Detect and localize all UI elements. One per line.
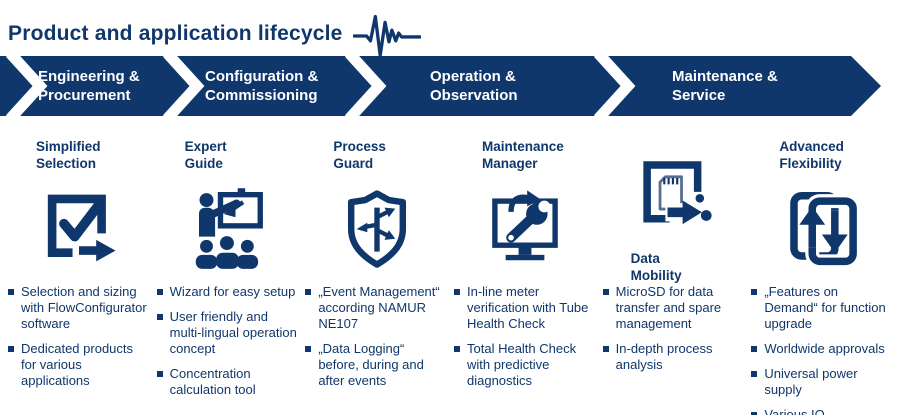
swap-upgrade-arrows-icon: [789, 191, 860, 269]
column-heading: Maintenance Manager: [482, 139, 564, 171]
list-item: In-depth process analysis: [603, 341, 746, 373]
column-heading: Simplified Selection: [36, 139, 101, 171]
column-heading: Process Guard: [333, 139, 386, 171]
training-presentation-icon: [195, 188, 263, 269]
list-item: Universal power supply: [751, 366, 894, 398]
column-simplified-selection: Simplified Selection Selection and sizin…: [8, 138, 151, 415]
list-item: Dedicated products for various applicati…: [8, 341, 151, 389]
monitor-wrench-icon: [492, 190, 559, 261]
phase-label-engineering: Engineering & Procurement: [38, 68, 140, 104]
bullet-list: Selection and sizing with FlowConfigurat…: [8, 284, 151, 389]
bullet-list: Wizard for easy setup User friendly and …: [157, 284, 300, 398]
column-heading: Data Mobility: [630, 251, 682, 283]
list-item: Concentration calculation tool: [157, 366, 300, 398]
bullet-list: „Features on Demand“ for function upgrad…: [751, 284, 894, 415]
header: Product and application lifecycle: [0, 0, 900, 58]
page-title: Product and application lifecycle: [8, 22, 343, 45]
list-item: In-line meter verification with Tube Hea…: [454, 284, 597, 332]
phase-label-maintenance: Maintenance & Service: [672, 68, 778, 104]
list-item: „Data Logging“ before, during and after …: [305, 341, 448, 389]
heartbeat-pulse-icon: [352, 14, 421, 58]
phase-label-operation: Operation & Observation: [430, 68, 518, 104]
list-item: MicroSD for data transfer and spare mana…: [603, 284, 746, 332]
list-item: „Features on Demand“ for function upgrad…: [751, 284, 894, 332]
bullet-list: „Event Management“ according NAMUR NE107…: [305, 284, 448, 389]
feature-columns: Simplified Selection Selection and sizin…: [0, 138, 900, 415]
phase-arrow-band: Engineering & Procurement Configuration …: [0, 56, 900, 116]
phase-label-configuration: Configuration & Commissioning: [205, 68, 319, 104]
phase-arrow-shape: [0, 56, 881, 116]
column-heading: Expert Guide: [184, 139, 227, 171]
checkbox-selection-arrow-icon: [48, 194, 116, 262]
list-item: Worldwide approvals: [751, 341, 894, 357]
column-process-guard: Process Guard „Event Management“ accordi…: [305, 138, 448, 415]
list-item: Total Health Check with predictive diagn…: [454, 341, 597, 389]
list-item: Various IO combinations: [751, 407, 894, 415]
bullet-list: MicroSD for data transfer and spare mana…: [603, 284, 746, 373]
sd-card-transfer-icon: [643, 161, 712, 225]
column-expert-guide: Expert Guide Wizard for easy setup User …: [157, 138, 300, 415]
list-item: „Event Management“ according NAMUR NE107: [305, 284, 448, 332]
column-heading: Advanced Flexibility: [779, 139, 844, 171]
bullet-list: In-line meter verification with Tube Hea…: [454, 284, 597, 389]
list-item: User friendly and multi-lingual operatio…: [157, 309, 300, 357]
column-maintenance-manager: Maintenance Manager In-line meter verifi…: [454, 138, 597, 415]
list-item: Selection and sizing with FlowConfigurat…: [8, 284, 151, 332]
column-advanced-flexibility: Advanced Flexibility „Features on Demand…: [751, 138, 894, 415]
column-data-mobility: Data Mobility MicroSD for data transfer …: [603, 138, 746, 415]
list-item: Wizard for easy setup: [157, 284, 300, 300]
shield-signpost-icon: [347, 190, 406, 268]
